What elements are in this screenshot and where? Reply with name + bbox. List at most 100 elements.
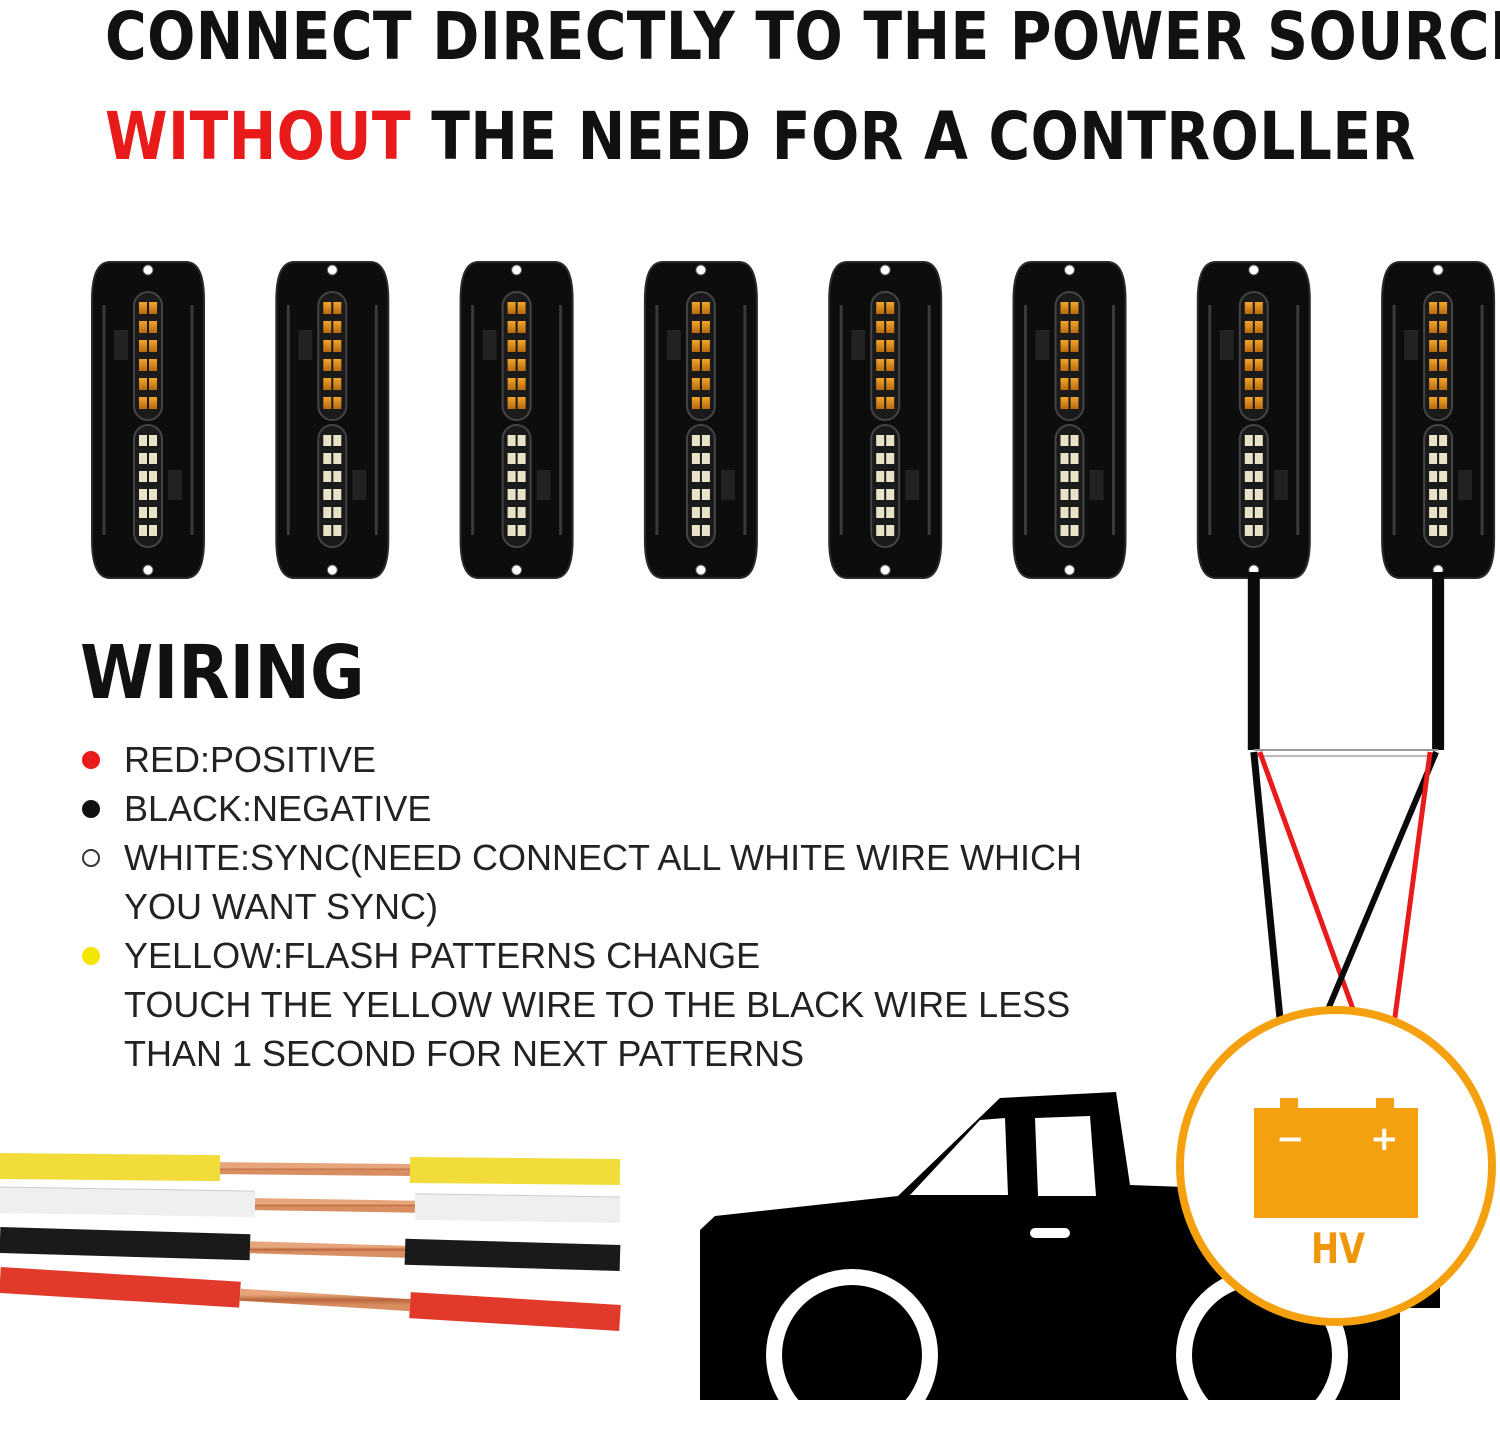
led-white	[1244, 435, 1253, 446]
led-amber	[886, 321, 895, 333]
led-capsule	[1238, 291, 1269, 421]
led-white	[149, 489, 157, 500]
led-amber	[1060, 321, 1069, 333]
mount-hole-icon	[326, 564, 338, 576]
led-white	[701, 489, 710, 500]
led-amber	[1429, 378, 1438, 390]
wire-insulation	[0, 1267, 241, 1308]
mount-hole-icon	[695, 264, 707, 276]
led-amber	[507, 397, 516, 409]
led-white	[517, 507, 526, 518]
led-amber	[1429, 359, 1438, 371]
led-white	[701, 525, 710, 536]
led-amber	[876, 378, 885, 390]
led-white	[333, 489, 342, 500]
led-white	[691, 453, 700, 464]
stripped-wires-photo	[0, 1153, 621, 1331]
led-amber	[701, 321, 710, 333]
led-white	[691, 489, 700, 500]
battery-label: HV	[1310, 1224, 1366, 1273]
led-white	[1429, 471, 1438, 482]
led-amber	[1244, 378, 1253, 390]
led-amber	[149, 397, 157, 409]
led-white	[507, 525, 516, 536]
circuit-detail	[1273, 470, 1288, 500]
led-amber	[876, 340, 885, 352]
circuit-detail	[1089, 470, 1104, 500]
led-white	[139, 525, 147, 536]
led-white	[1060, 453, 1069, 464]
led-capsule	[133, 291, 163, 421]
led-amber	[149, 359, 157, 371]
led-white	[1429, 525, 1438, 536]
led-amber	[1439, 378, 1448, 390]
battery-badge	[1176, 1006, 1496, 1326]
led-white	[701, 471, 710, 482]
led-white	[701, 507, 710, 518]
led-white	[1254, 507, 1263, 518]
led-white	[1429, 507, 1438, 518]
legend-text: TOUCH THE YELLOW WIRE TO THE BLACK WIRE …	[124, 984, 1071, 1025]
led-white	[1060, 435, 1069, 446]
led-white	[886, 471, 895, 482]
led-capsule	[685, 291, 716, 421]
led-white	[691, 471, 700, 482]
led-amber	[1060, 359, 1069, 371]
battery-terminal-negative	[1280, 1098, 1298, 1110]
led-white	[886, 453, 895, 464]
legend-text: THAN 1 SECOND FOR NEXT PATTERNS	[124, 1033, 805, 1074]
led-amber	[517, 378, 526, 390]
led-white	[149, 435, 157, 446]
led-white	[139, 489, 147, 500]
led-amber	[1244, 359, 1253, 371]
circuit-detail	[298, 330, 313, 360]
strobe-light	[459, 261, 574, 579]
legend-text: YOU WANT SYNC)	[124, 886, 439, 927]
led-amber	[507, 378, 516, 390]
led-amber	[1254, 397, 1263, 409]
legend-text: YELLOW:FLASH PATTERNS CHANGE	[124, 935, 761, 976]
led-amber	[886, 302, 895, 314]
led-white	[886, 489, 895, 500]
led-white	[517, 525, 526, 536]
led-amber	[1439, 321, 1448, 333]
circuit-detail	[851, 330, 866, 360]
led-white	[323, 489, 332, 500]
battery-negative-sign: −	[1276, 1119, 1305, 1159]
led-amber	[1244, 302, 1253, 314]
led-amber	[1244, 397, 1253, 409]
legend-dot-icon	[82, 947, 100, 965]
led-white	[1070, 471, 1079, 482]
led-white	[1439, 489, 1448, 500]
led-amber	[323, 340, 332, 352]
circuit-detail	[1035, 330, 1050, 360]
battery-terminal-positive	[1376, 1098, 1394, 1110]
wire-outline	[0, 1186, 256, 1192]
led-white	[1244, 453, 1253, 464]
led-capsule	[1054, 291, 1085, 421]
led-amber	[1439, 359, 1448, 371]
led-white	[1429, 453, 1438, 464]
led-white	[886, 435, 895, 446]
led-white	[1244, 471, 1253, 482]
led-capsule	[1054, 424, 1085, 548]
led-amber	[1439, 302, 1448, 314]
led-white	[139, 435, 147, 446]
led-white	[1244, 489, 1253, 500]
led-amber	[507, 340, 516, 352]
circuit-detail	[168, 470, 182, 500]
copper-strands	[219, 1162, 411, 1176]
led-amber	[149, 378, 157, 390]
circuit-detail	[352, 470, 367, 500]
led-white	[507, 507, 516, 518]
wire-insulation	[409, 1156, 621, 1185]
led-white	[876, 525, 885, 536]
led-white	[1060, 525, 1069, 536]
led-amber	[323, 321, 332, 333]
led-capsule	[1423, 291, 1454, 421]
led-amber	[1439, 340, 1448, 352]
led-white	[1244, 507, 1253, 518]
led-amber	[886, 397, 895, 409]
led-amber	[701, 397, 710, 409]
led-amber	[691, 321, 700, 333]
